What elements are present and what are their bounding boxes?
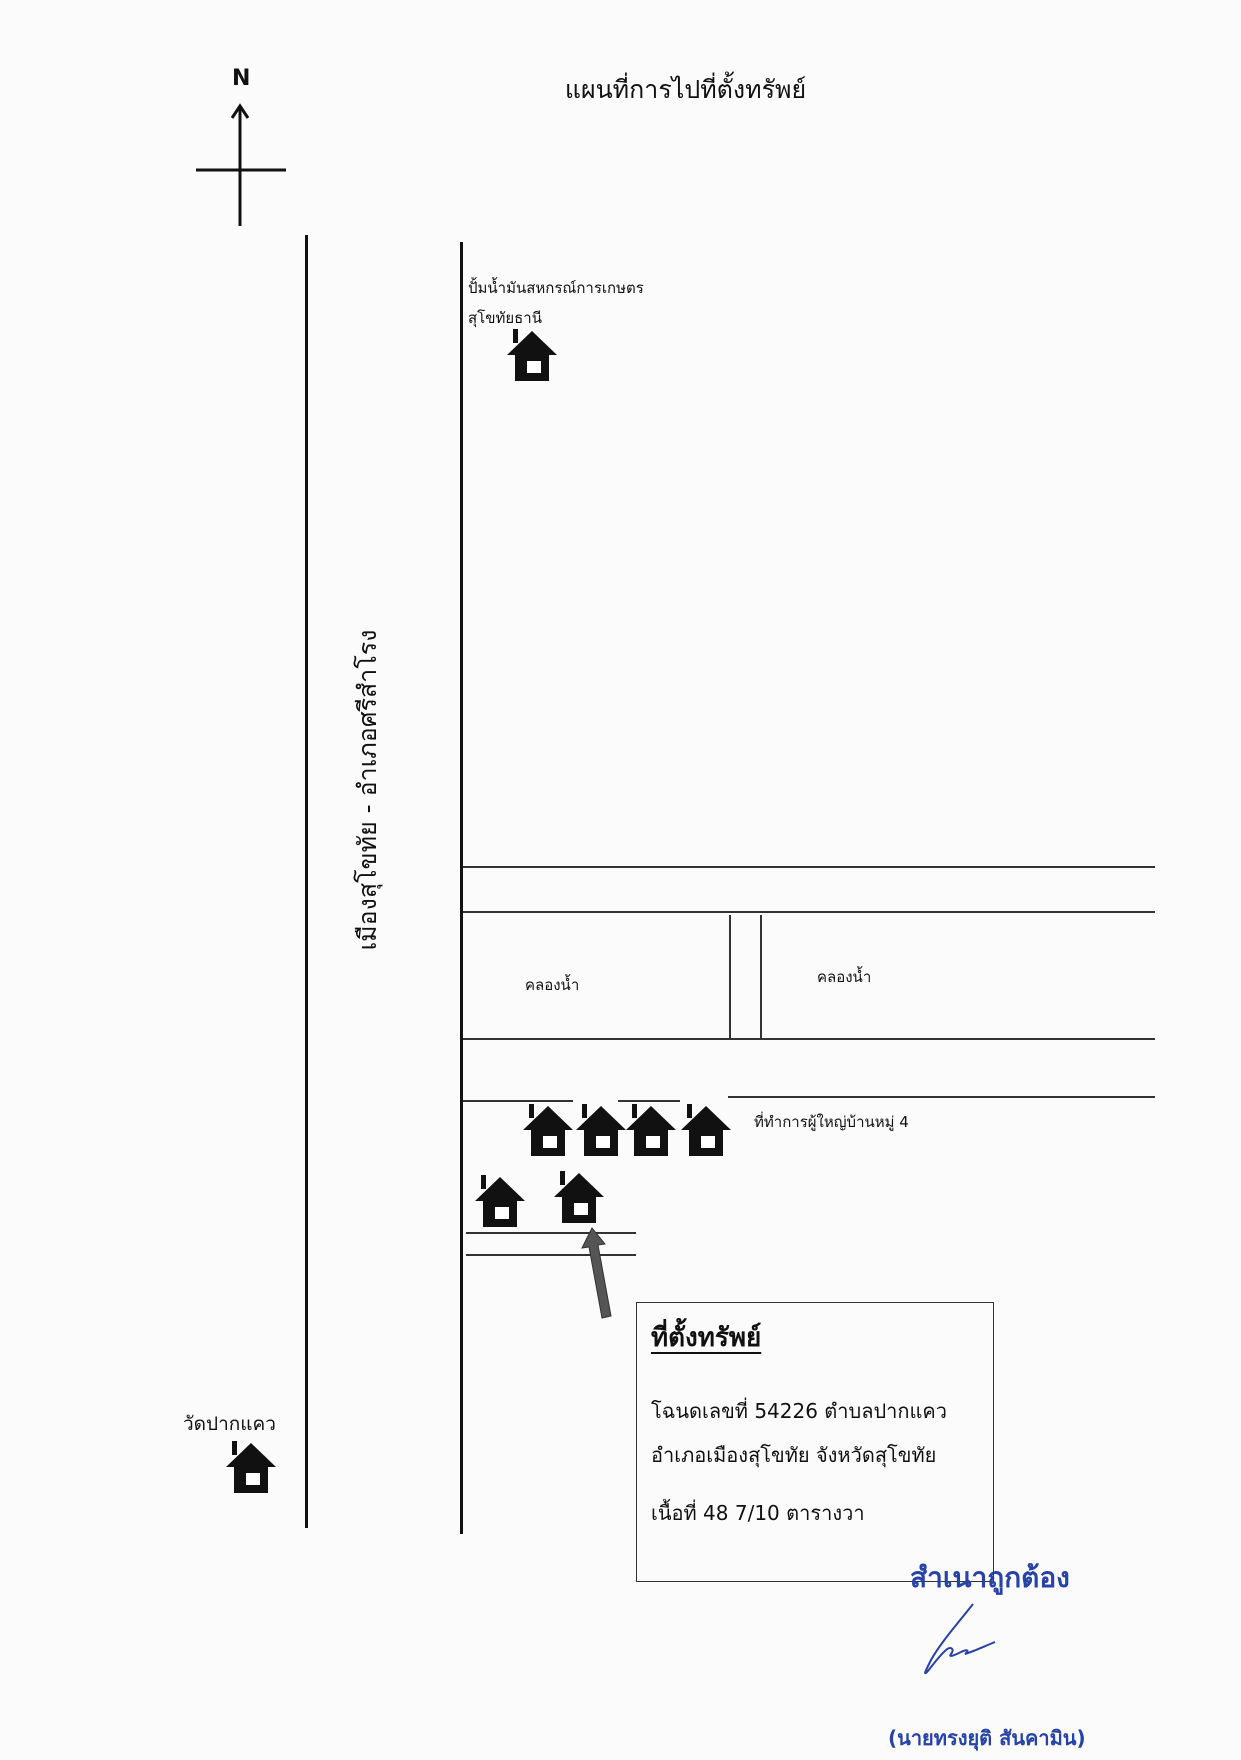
compass-label: N — [232, 66, 251, 91]
side-road-upper-edge — [463, 866, 1155, 868]
road-edge-right — [460, 242, 463, 1534]
gas-station-label-line1: ปั้มน้ำมันสหกรณ์การเกษตร — [468, 279, 644, 297]
house-icon — [576, 1104, 626, 1156]
canal-label-left: คลองน้ำ — [525, 976, 580, 994]
map-title: แผนที่การไปที่ตั้งทรัพย์ — [0, 70, 1241, 110]
temple-label: วัดปากแคว — [183, 1413, 276, 1435]
village-office-label: ที่ทำการผู้ใหญ่บ้านหมู่ 4 — [754, 1113, 909, 1131]
bridge-left-edge — [729, 915, 731, 1038]
road-label-text: เมืองสุโขทัย - อำเภอศรีสำโรง — [353, 629, 382, 951]
house-icon — [523, 1104, 573, 1156]
lane-upper-edge — [466, 1232, 636, 1234]
property-info-box: ที่ตั้งทรัพย์ โฉนดเลขที่ 54226 ตำบลปากแค… — [636, 1302, 994, 1582]
signer-name: (นายทรงยุติ สันคามิน) — [888, 1726, 1086, 1750]
area-line: เนื้อที่ 48 7/10 ตารางวา — [651, 1501, 865, 1525]
canal-bottom-edge — [463, 1038, 1155, 1040]
lane-lower-edge — [466, 1254, 636, 1256]
canal-label-right: คลองน้ำ — [817, 968, 872, 986]
house-icon — [475, 1175, 525, 1227]
house-icon — [554, 1171, 604, 1223]
north-arrow-icon — [196, 103, 286, 226]
road-edge-left — [305, 235, 308, 1528]
arrow-icon — [581, 1227, 612, 1319]
side-road-lower-edge-left — [463, 1100, 573, 1102]
house-icon — [226, 1441, 276, 1493]
house-icon — [507, 329, 557, 381]
house-icon — [681, 1104, 731, 1156]
deed-line: โฉนดเลขที่ 54226 ตำบลปากแคว — [651, 1399, 948, 1423]
signature — [924, 1603, 996, 1675]
house-icon — [626, 1104, 676, 1156]
bridge-right-edge — [760, 915, 762, 1038]
side-road-lower-edge-mid — [618, 1100, 680, 1102]
side-road-lower-edge-right — [728, 1096, 1155, 1098]
canal-top-edge — [463, 911, 1155, 913]
map-title-text: แผนที่การไปที่ตั้งทรัพย์ — [564, 75, 807, 104]
district-line: อำเภอเมืองสุโขทัย จังหวัดสุโขทัย — [651, 1443, 937, 1467]
gas-station-label-line2: สุโขทัยธานี — [468, 309, 542, 327]
property-heading: ที่ตั้งทรัพย์ — [651, 1323, 762, 1353]
certified-copy-stamp: สำเนาถูกต้อง — [910, 1561, 1070, 1594]
